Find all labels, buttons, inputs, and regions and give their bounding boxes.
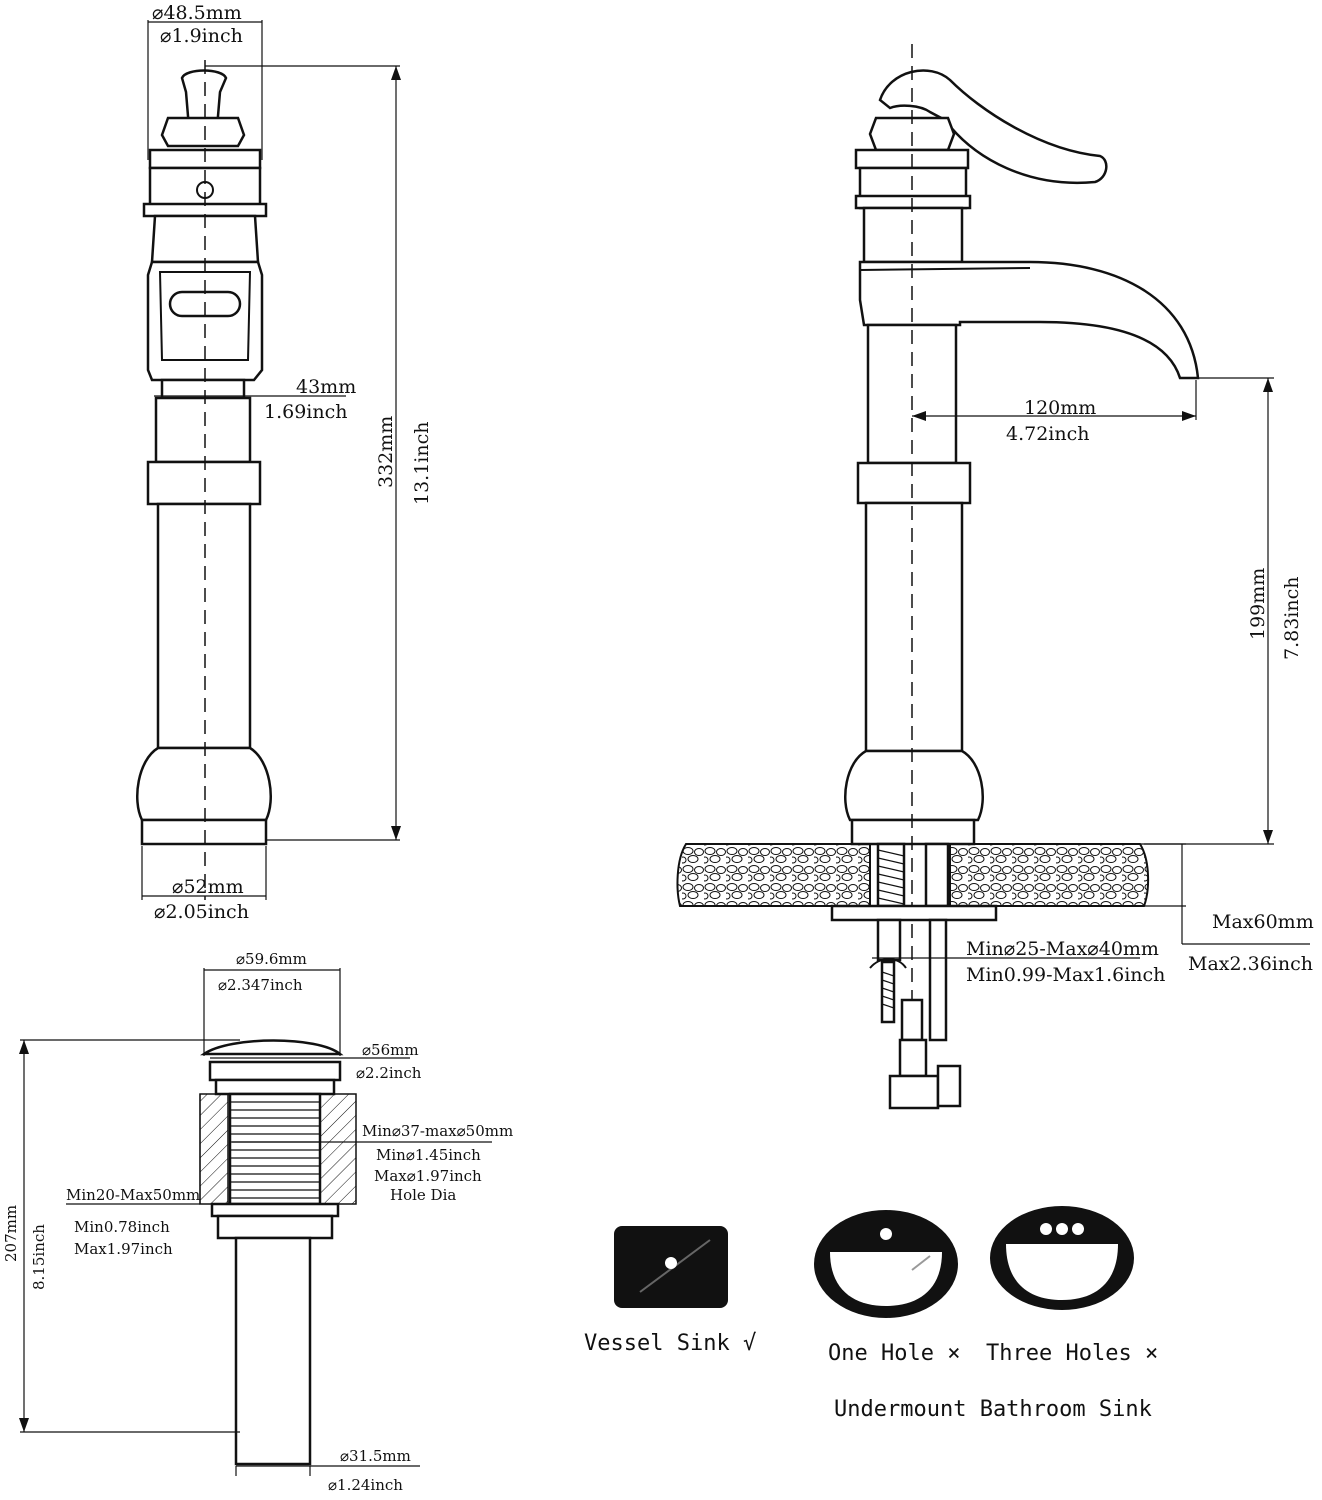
base-diameter-in: ⌀2.05inch [154,901,249,923]
hole-diameter-in-min: Min⌀1.45inch [376,1146,481,1164]
drain-dimensions: ⌀59.6mm ⌀2.347inch ⌀56mm ⌀2.2inch Min⌀37… [2,950,513,1494]
cap-diameter-mm: ⌀59.6mm [236,950,307,968]
hole-diameter-in-max: Max⌀1.97inch [374,1167,482,1185]
one-hole-label: One Hole × [828,1341,960,1366]
neck-width-in: 1.69inch [264,401,348,423]
flange-diameter-in: ⌀2.2inch [356,1064,422,1082]
hole-size-in: Min0.99-Max1.6inch [966,964,1165,986]
undermount-label: Undermount Bathroom Sink [834,1397,1152,1422]
hole-size-mm: Min⌀25-Max⌀40mm [966,938,1159,960]
side-dimensions: 120mm 4.72inch 199mm 7.83inch Max60mm Ma… [872,377,1314,986]
wall-thickness-in-min: Min0.78inch [74,1218,170,1236]
pipe-diameter-in: ⌀1.24inch [328,1476,403,1494]
drain-height-mm: 207mm [2,1205,20,1262]
neck-width-mm: 43mm [296,376,356,398]
flange-diameter-mm: ⌀56mm [362,1041,419,1059]
deck-max-in: Max2.36inch [1188,953,1313,975]
reach-in: 4.72inch [1006,423,1090,445]
three-holes-label: Three Holes × [986,1341,1158,1366]
vessel-sink-icon [614,1226,728,1308]
three-hole-sink-icon [990,1206,1134,1310]
height-mm: 332mm [375,416,397,488]
reach-mm: 120mm [1024,397,1096,419]
wall-thickness-mm: Min20-Max50mm [66,1186,200,1204]
front-dimensions: ⌀48.5mm ⌀1.9inch 43mm 1.69inch 332mm 13.… [141,2,433,923]
one-hole-sink-icon [814,1210,958,1318]
pop-up-drain [199,1039,357,1466]
base-diameter-mm: ⌀52mm [172,876,244,898]
hole-diameter-mm: Min⌀37-max⌀50mm [362,1122,513,1140]
pipe-diameter-mm: ⌀31.5mm [340,1447,411,1465]
height-in: 13.1inch [411,422,433,506]
top-diameter-in: ⌀1.9inch [160,25,243,47]
deck-max-mm: Max60mm [1212,911,1314,933]
countertop-section [676,842,1150,1110]
cap-diameter-in: ⌀2.347inch [218,976,303,994]
sink-compatibility: Vessel Sink √ One Hole × Three Holes × U… [584,1206,1158,1422]
spout-height-in: 7.83inch [1281,577,1303,661]
vessel-sink-label: Vessel Sink √ [584,1331,756,1356]
faucet-side-view [844,44,1200,1080]
drain-height-in: 8.15inch [30,1224,48,1290]
top-diameter-mm: ⌀48.5mm [152,2,242,24]
hole-dia-label: Hole Dia [390,1186,456,1204]
faucet-front-view [136,60,272,900]
wall-thickness-in-max: Max1.97inch [74,1240,173,1258]
spout-height-mm: 199mm [1247,568,1269,640]
